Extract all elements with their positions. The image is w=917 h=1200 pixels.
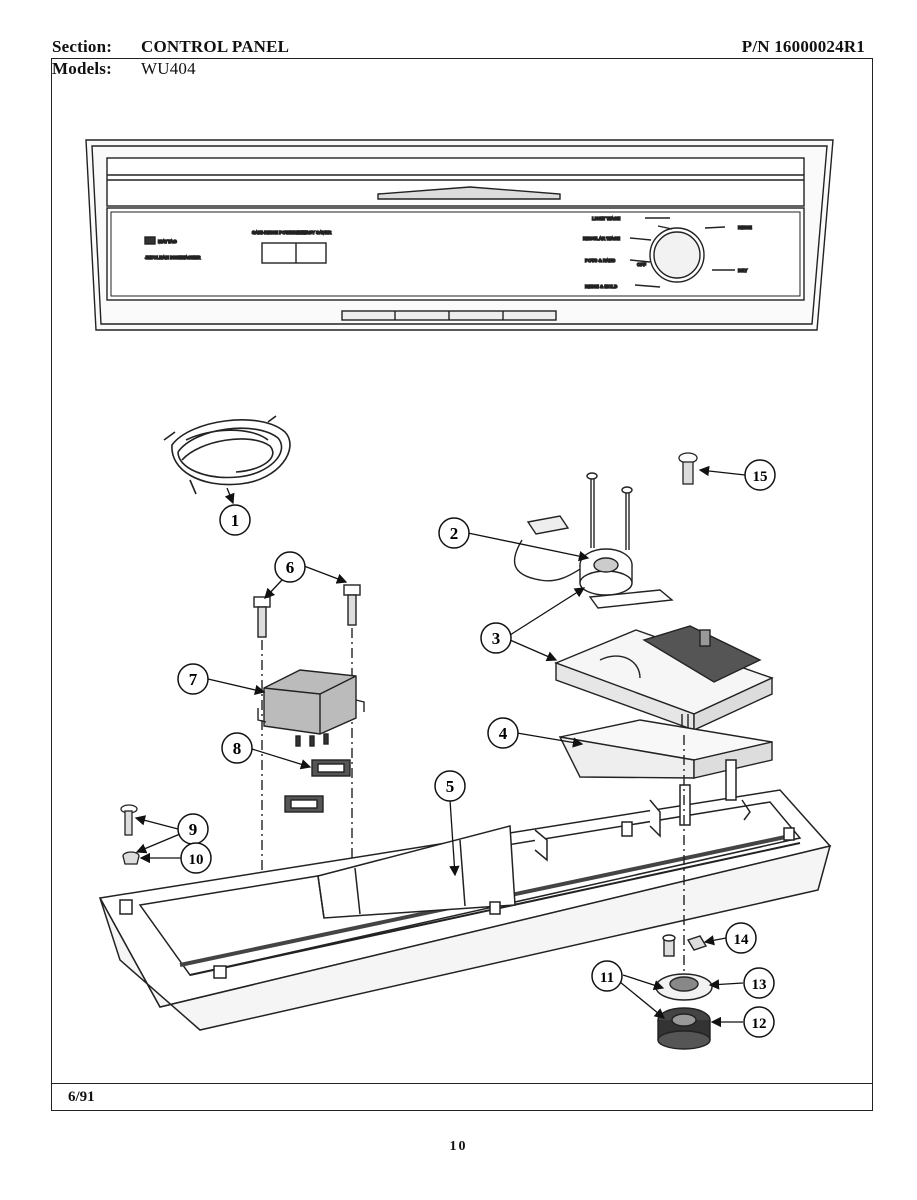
callout-5: 5 <box>434 770 466 802</box>
timer-housing <box>554 625 774 732</box>
svg-text:4: 4 <box>499 724 508 743</box>
svg-text:13: 13 <box>752 977 767 993</box>
svg-text:6: 6 <box>286 558 295 577</box>
svg-text:14: 14 <box>734 932 750 948</box>
revision-date: 6/91 <box>68 1089 95 1105</box>
callout-13: 13 <box>743 967 775 999</box>
timer-assembly <box>513 472 674 609</box>
callout-14: 14 <box>725 922 757 954</box>
callout-labels: 1 2 3 4 5 6 7 8 9 10 11 12 13 14 15 <box>177 459 776 1038</box>
footer-rule <box>52 1083 872 1084</box>
control-panel-base <box>98 759 832 1031</box>
button-right-label: ENERGY SAVER <box>296 230 332 235</box>
dial-label-off: OFF <box>637 262 646 267</box>
part-number: P/N 16000024R1 <box>741 37 865 56</box>
control-panel-front-view: MAYTAG JETCLEAN DISHWASHER SANI-RINSE PO… <box>85 139 834 331</box>
page-number: 10 <box>449 1139 468 1154</box>
callout-3: 3 <box>480 622 512 654</box>
callout-15: 15 <box>744 459 776 491</box>
svg-text:11: 11 <box>600 970 614 986</box>
models-label: Models: <box>52 59 112 78</box>
svg-text:2: 2 <box>450 524 459 543</box>
svg-text:7: 7 <box>189 670 198 689</box>
dial-label-regular-wash: REGULAR WASH <box>583 236 620 241</box>
button-left-label: SANI-RINSE POWER DRY <box>252 230 307 235</box>
callout-10: 10 <box>180 842 212 874</box>
svg-text:1: 1 <box>231 511 240 530</box>
callout-4: 4 <box>487 717 519 749</box>
svg-text:8: 8 <box>233 739 242 758</box>
dial-label-dry: DRY <box>738 268 747 273</box>
callout-2: 2 <box>438 517 470 549</box>
top-screw <box>678 452 698 485</box>
dial-label-pots-pans: POTS & PANS <box>585 258 615 263</box>
callout-7: 7 <box>177 663 209 695</box>
section-label: Section: <box>52 37 113 56</box>
models-value: WU404 <box>141 59 196 78</box>
diagram-frame: 6/91 <box>51 58 873 1111</box>
svg-text:9: 9 <box>189 820 198 839</box>
section-title: CONTROL PANEL <box>141 37 290 56</box>
callout-12: 12 <box>743 1006 775 1038</box>
callout-1: 1 <box>219 504 251 536</box>
screw-and-plug <box>120 804 140 865</box>
svg-text:5: 5 <box>446 777 455 796</box>
svg-text:12: 12 <box>752 1016 767 1032</box>
spacer-block <box>558 719 773 779</box>
svg-text:15: 15 <box>753 469 768 485</box>
dial-label-rinse-hold: RINSE & HOLD <box>585 284 618 289</box>
callout-6: 6 <box>274 551 306 583</box>
wire-harness <box>163 415 291 495</box>
callout-9: 9 <box>177 813 209 845</box>
panel-brand: MAYTAG <box>158 239 177 244</box>
panel-subtitle: JETCLEAN DISHWASHER <box>145 255 201 260</box>
svg-text:3: 3 <box>492 629 501 648</box>
callouts <box>134 465 746 1028</box>
switch-assembly <box>253 584 365 960</box>
callout-11: 11 <box>591 960 623 992</box>
dial-label-rinse: RINSE <box>738 225 752 230</box>
svg-text:10: 10 <box>189 852 204 868</box>
dial-label-light-wash: LIGHT WASH <box>592 216 620 221</box>
callout-8: 8 <box>221 732 253 764</box>
